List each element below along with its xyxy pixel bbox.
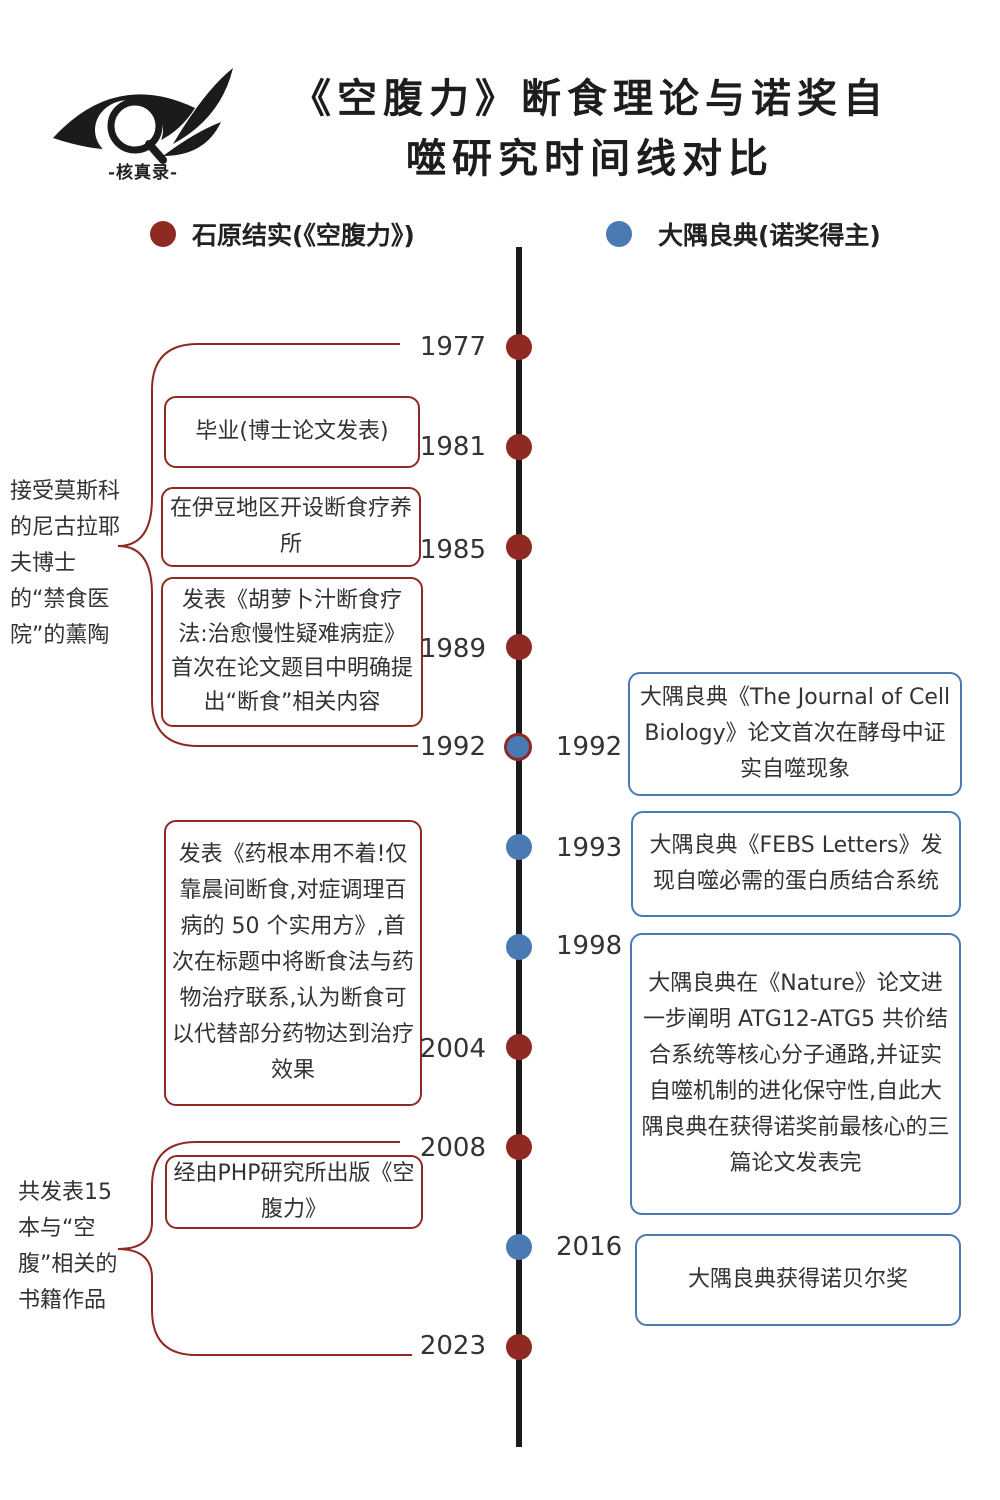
event-box-1981: 毕业(博士论文发表) [164, 396, 420, 468]
event-box-1992-right: 大隅良典《The Journal of Cell Biology》论文首次在酵母… [628, 672, 962, 796]
year-label-left: 1992 [419, 732, 486, 762]
year-label-right: 2016 [556, 1232, 623, 1262]
legend-dot-right [606, 221, 632, 247]
event-box-1998: 大隅良典在《Nature》论文进一步阐明 ATG12-ATG5 共价结合系统等核… [630, 933, 961, 1215]
legend-label-left: 石原结实(《空腹力》) [192, 221, 415, 250]
event-text: 毕业(博士论文发表) [195, 419, 389, 444]
timeline-dot-1993 [506, 834, 532, 860]
year-label-left: 2008 [419, 1133, 486, 1163]
event-box-2004: 发表《药根本用不着!仅靠晨间断食,对症调理百病的 50 个实用方》,首次在标题中… [164, 820, 422, 1106]
timeline-dot-1998 [506, 934, 532, 960]
timeline-dot-2023 [506, 1334, 532, 1360]
timeline-dot-1989 [506, 634, 532, 660]
event-text: 大隅良典在《Nature》论文进一步阐明 ATG12-ATG5 共价结合系统等核… [641, 971, 950, 1176]
event-box-1985: 在伊豆地区开设断食疗养所 [161, 487, 421, 567]
event-text: 发表《胡萝卜汁断食疗法:治愈慢性疑难病症》首次在论文题目中明确提出“断食”相关内… [170, 588, 413, 715]
page-title-line1: 《空腹力》断食理论与诺奖自 [291, 75, 889, 122]
timeline-dot-1981 [506, 434, 532, 460]
page-title-line2: 噬研究时间线对比 [406, 135, 774, 182]
timeline-dot-2016 [506, 1234, 532, 1260]
event-box-1993: 大隅良典《FEBS Letters》发现自噬必需的蛋白质结合系统 [631, 811, 961, 917]
event-text: 在伊豆地区开设断食疗养所 [169, 496, 412, 557]
year-label-left: 1989 [419, 634, 486, 664]
side-note-influence: 接受莫斯科的尼古拉耶夫博士的“禁食医院”的薰陶 [10, 479, 121, 648]
logo-caption: -核真录- [107, 163, 179, 183]
event-text: 大隅良典《The Journal of Cell Biology》论文首次在酵母… [639, 685, 951, 782]
event-text: 经由PHP研究所出版《空腹力》 [173, 1161, 415, 1222]
year-label-left: 1985 [419, 535, 486, 565]
eye-logo-icon [53, 68, 233, 164]
timeline-dot-1985 [506, 534, 532, 560]
year-label-left: 1981 [419, 432, 486, 462]
timeline-dot-2008 [506, 1134, 532, 1160]
legend-label-right: 大隅良典(诺奖得主) [658, 221, 881, 250]
year-label-left: 1977 [419, 332, 486, 362]
event-text: 发表《药根本用不着!仅靠晨间断食,对症调理百病的 50 个实用方》,首次在标题中… [172, 842, 415, 1083]
event-text: 大隅良典《FEBS Letters》发现自噬必需的蛋白质结合系统 [649, 833, 943, 894]
timeline-dot-1977 [506, 334, 532, 360]
side-note-books: 共发表15本与“空腹”相关的书籍作品 [18, 1180, 118, 1313]
year-label-right: 1992 [556, 732, 623, 762]
timeline-dot-2004 [506, 1034, 532, 1060]
year-label-left: 2004 [419, 1034, 486, 1064]
year-label-left: 2023 [419, 1331, 486, 1361]
legend-dot-left [150, 221, 176, 247]
event-box-2008: 经由PHP研究所出版《空腹力》 [165, 1155, 423, 1229]
year-label-right: 1998 [556, 931, 623, 961]
event-box-2016: 大隅良典获得诺贝尔奖 [635, 1234, 961, 1326]
event-text: 大隅良典获得诺贝尔奖 [687, 1267, 908, 1292]
timeline-dot-1992-shared [504, 733, 532, 761]
event-box-1989: 发表《胡萝卜汁断食疗法:治愈慢性疑难病症》首次在论文题目中明确提出“断食”相关内… [161, 577, 423, 727]
year-label-right: 1993 [556, 833, 623, 863]
